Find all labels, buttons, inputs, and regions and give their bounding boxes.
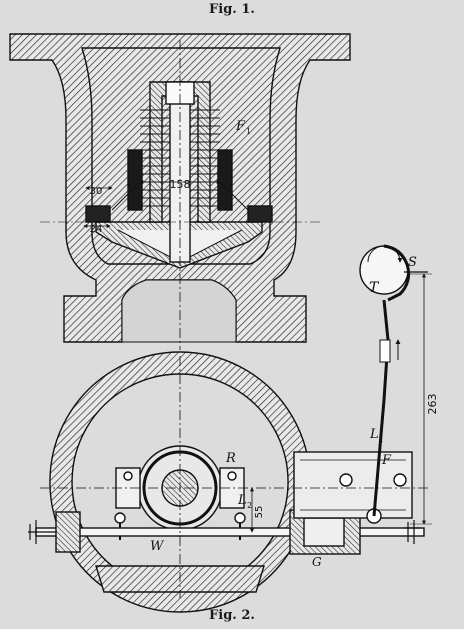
fig2-dim-height: 263 xyxy=(426,394,439,415)
fig2-pivot-left xyxy=(114,512,126,524)
fig1-label-f1-sub: 1 xyxy=(246,127,251,136)
fig1-section-view xyxy=(9,33,351,350)
fig1-seat-ring-left xyxy=(85,205,111,223)
fig2-caption: Fig. 2. xyxy=(209,608,255,623)
fig1-seat-ring-right xyxy=(247,205,273,223)
fig2-label-t: T xyxy=(369,280,380,296)
fig2-left-gland xyxy=(55,511,81,553)
fig1-dim-seat: 24 xyxy=(90,224,103,235)
fig2-label-l1: L xyxy=(369,427,379,442)
fig2-shaft-w xyxy=(35,527,425,537)
fig1-label-f1: F xyxy=(235,119,246,134)
fig2-frame-lines xyxy=(300,459,406,511)
fig2-bolt-right xyxy=(227,471,237,481)
fig2-frame-f xyxy=(293,451,413,519)
fig2-frame-bolt-2 xyxy=(393,473,407,487)
fig2-label-l1-sub: 1 xyxy=(379,435,384,444)
fig2-label-g: G xyxy=(312,555,322,569)
fig2-label-s: S xyxy=(408,255,417,270)
fig2-plan-view xyxy=(28,244,432,613)
fig2-stuffing-core xyxy=(303,517,345,547)
fig2-label-f: F xyxy=(381,453,392,468)
fig1-dim-offset: 30 xyxy=(90,186,103,197)
fig2-pivot-right xyxy=(234,512,246,524)
fig1-collar-left xyxy=(127,149,143,211)
fig2-rotation-arrow xyxy=(367,245,403,263)
fig2-lever-l1 xyxy=(372,299,390,517)
fig2-frame-bolt-1 xyxy=(339,473,353,487)
fig2-left-nut xyxy=(28,520,56,544)
fig2-label-l2: L xyxy=(237,493,247,508)
fig1-caption: Fig. 1. xyxy=(209,2,255,17)
fig1-dim-bore: 158 xyxy=(170,178,191,191)
fig1-guide-arms xyxy=(111,181,249,211)
fig2-label-l2-sub: 2 xyxy=(247,501,252,510)
fig2-bolt-left xyxy=(123,471,133,481)
fig1-throat xyxy=(121,279,237,343)
fig2-label-w: W xyxy=(150,539,165,554)
fig2-lever-slide xyxy=(379,339,391,363)
fig2-dim-arm: 55 xyxy=(254,506,265,519)
fig2-label-r: R xyxy=(225,451,236,466)
fig2-dim-extensions xyxy=(410,273,432,525)
fig1-collar-right xyxy=(217,149,233,211)
